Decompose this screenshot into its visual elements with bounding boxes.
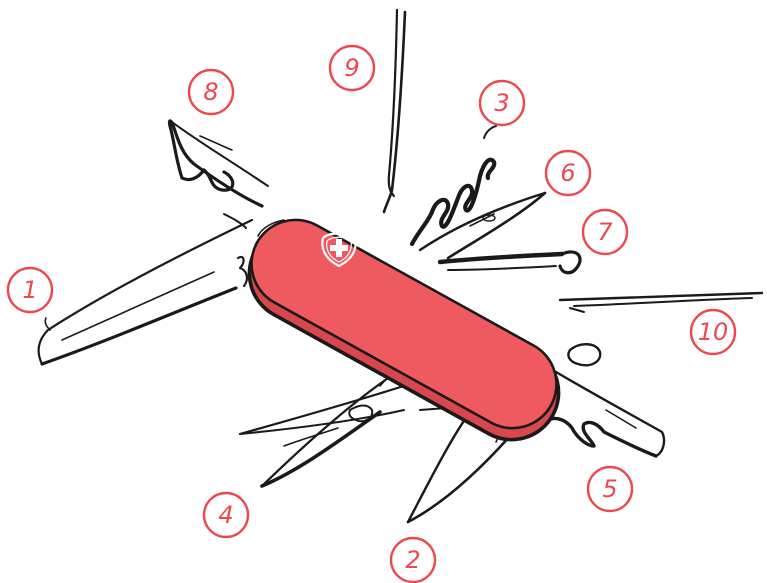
callout-1: 1	[8, 268, 52, 312]
tool-10-long-blade	[560, 293, 762, 312]
callout-4: 4	[204, 493, 248, 537]
callout-number: 6	[560, 159, 575, 187]
callout-number: 5	[602, 475, 617, 503]
callout-number: 4	[218, 501, 233, 529]
callout-6: 6	[546, 151, 590, 195]
callout-number: 1	[22, 276, 37, 304]
callout-9: 9	[330, 46, 374, 90]
callout-number: 3	[494, 89, 509, 117]
callout-number: 7	[597, 218, 613, 246]
callout-5: 5	[588, 467, 632, 511]
tool-1-main-blade	[39, 220, 252, 364]
callout-2: 2	[391, 538, 435, 582]
callout-7: 7	[583, 210, 627, 254]
callout-3: 3	[480, 81, 524, 125]
callout-8: 8	[189, 70, 233, 114]
tool-9-thin-pick	[384, 10, 405, 212]
callout-number: 8	[203, 78, 218, 106]
callout-number: 9	[344, 54, 359, 82]
tool-8-bottle-opener	[169, 121, 268, 228]
knife-handle	[233, 204, 576, 456]
callout-number: 2	[405, 546, 420, 574]
tool-7-hook-tool	[440, 252, 580, 273]
tool-3-corkscrew	[412, 126, 496, 244]
callout-10: 10	[691, 310, 735, 354]
callout-number: 10	[698, 318, 729, 346]
